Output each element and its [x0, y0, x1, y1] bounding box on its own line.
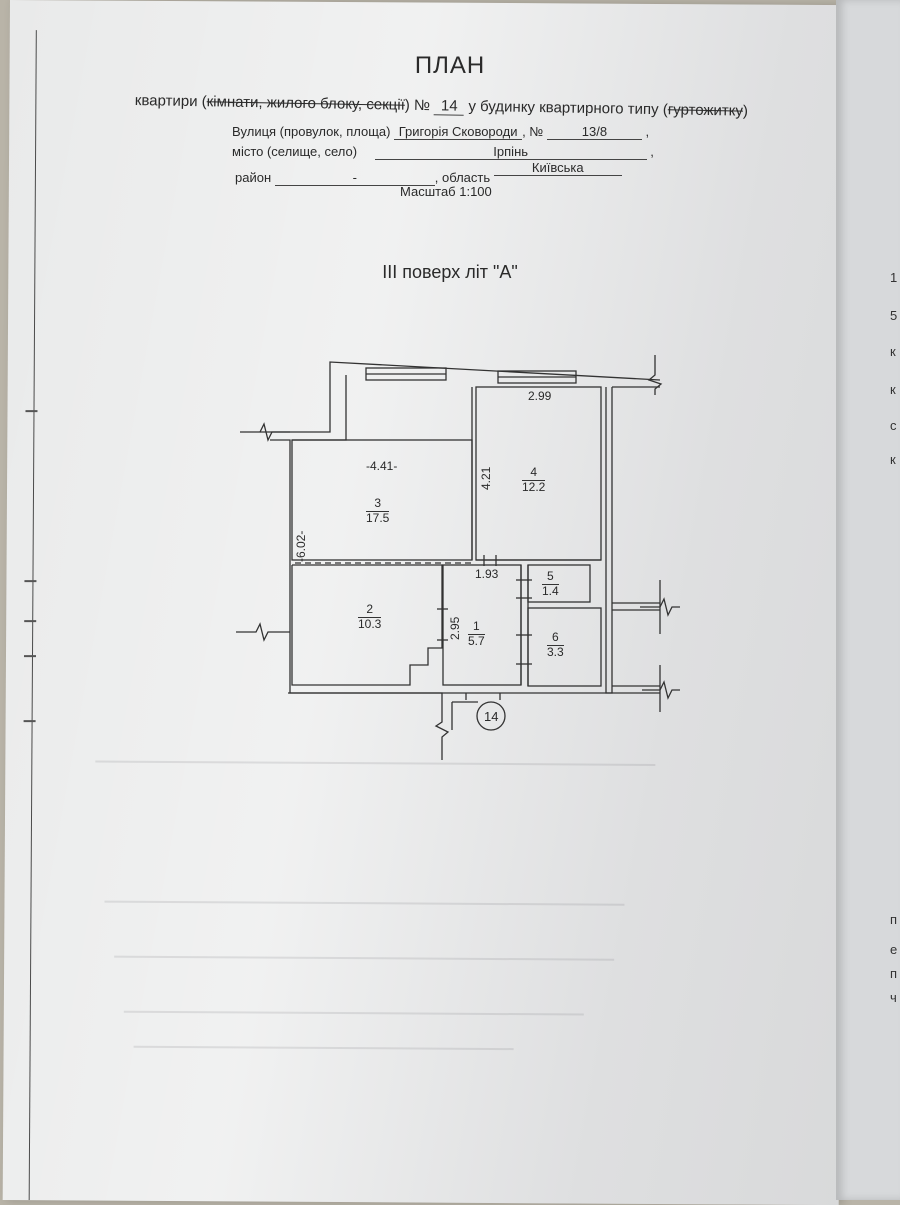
- room-label-6: 6 3.3: [547, 630, 564, 660]
- sheet-fragment: к: [890, 452, 896, 467]
- sheet-fragment: е: [890, 942, 898, 957]
- break-line: [240, 422, 290, 442]
- break-line: [647, 355, 663, 395]
- room-5-outline: [527, 564, 591, 603]
- next-sheet-edge: 1 5 к к с к п е п ч: [836, 0, 900, 1200]
- scale-label: Масштаб 1:100: [400, 184, 492, 199]
- room-number: 6: [547, 630, 564, 646]
- room-number: 2: [358, 602, 382, 618]
- room-2-outline: [291, 564, 443, 686]
- outer-wall: [605, 387, 613, 694]
- city-comma: ,: [650, 144, 654, 159]
- sheet-fragment: ч: [890, 990, 897, 1005]
- oblast-label: , область: [434, 170, 491, 185]
- room-area: 17.5: [366, 510, 390, 525]
- oblast-value: Київська: [493, 160, 622, 176]
- dimension-label: -6.02-: [294, 530, 308, 562]
- room-number: 1: [468, 619, 485, 635]
- outer-wall: [260, 361, 661, 433]
- break-line: [434, 702, 450, 760]
- apartment-number-label: 14: [484, 709, 499, 724]
- room-area: 12.2: [522, 479, 546, 494]
- city-line: місто (селище, село) Ірпінь ,: [232, 144, 654, 160]
- break-line: [236, 622, 290, 642]
- sheet-fragment: 1: [890, 270, 898, 285]
- district-label: район: [235, 170, 272, 185]
- city-label: місто (селище, село): [232, 144, 358, 159]
- outer-wall: [270, 439, 443, 702]
- street-no-label: , №: [522, 124, 544, 139]
- street-comma: ,: [645, 124, 650, 139]
- dimension-label: 4.21: [479, 466, 493, 490]
- sheet-fragment: к: [890, 344, 896, 359]
- document-title: ПЛАН: [414, 52, 486, 79]
- dimension-label: 2.99: [528, 389, 552, 403]
- room-6-outline: [527, 607, 602, 687]
- city-value: Ірпінь: [374, 144, 647, 160]
- room-area: 3.3: [547, 644, 564, 659]
- room-label-4: 4 12.2: [522, 465, 546, 495]
- sheet-fragment: п: [890, 966, 898, 981]
- apartment-number-circle: [476, 701, 506, 731]
- sheet-fragment: к: [890, 382, 896, 397]
- district-value: -: [274, 170, 435, 186]
- sheet-fragment: с: [890, 418, 897, 433]
- sheet-fragment: п: [890, 912, 898, 927]
- room-number: 3: [366, 496, 390, 512]
- room-label-5: 5 1.4: [542, 569, 559, 599]
- outer-wall: [292, 375, 347, 441]
- sheet-fragment: 5: [890, 308, 898, 323]
- street-label: Вулиця (провулок, площа): [232, 124, 391, 139]
- break-line: [640, 597, 680, 617]
- dimension-label: -4.41-: [366, 459, 398, 473]
- street-line: Вулиця (провулок, площа) Григорія Сковор…: [232, 124, 649, 140]
- room-label-1: 1 5.7: [468, 619, 485, 649]
- room-label-3: 3 17.5: [366, 496, 390, 526]
- room-area: 1.4: [542, 583, 559, 598]
- dimension-label: 1.93: [475, 567, 499, 581]
- room-number: 4: [522, 465, 546, 481]
- district-line: район -, область Київська: [235, 160, 622, 186]
- floor-title: III поверх літ "А": [382, 262, 518, 282]
- room-area: 5.7: [468, 633, 485, 648]
- room-area: 10.3: [358, 616, 382, 631]
- room-number: 5: [542, 569, 559, 585]
- break-line: [642, 680, 680, 700]
- room-label-2: 2 10.3: [358, 602, 382, 632]
- dimension-label: 2.95: [448, 616, 462, 640]
- street-value: Григорія Сковороди: [394, 124, 523, 140]
- street-no-value: 13/8: [546, 124, 642, 140]
